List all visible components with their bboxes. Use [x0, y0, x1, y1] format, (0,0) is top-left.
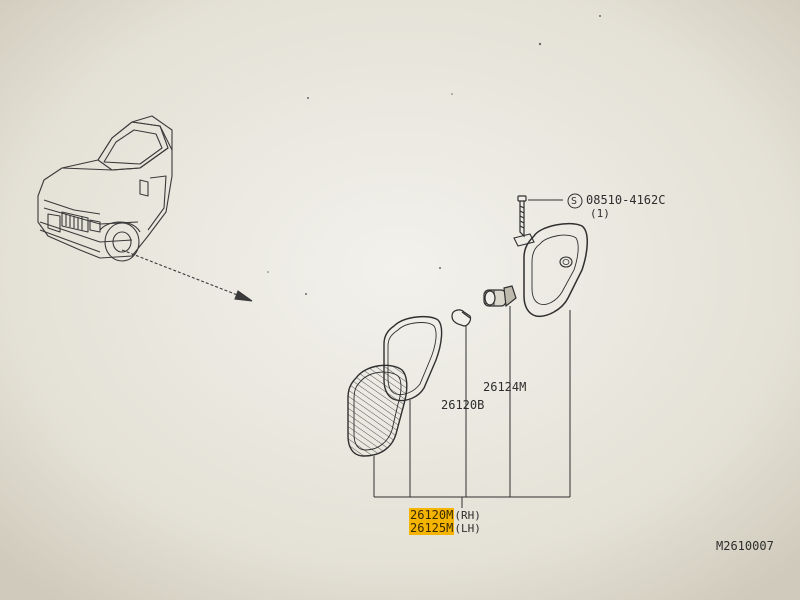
lamp-housing — [513, 222, 588, 318]
screw-part-number: 08510-4162C — [586, 193, 666, 207]
diagram-id: M2610007 — [716, 539, 774, 553]
assembly-rh-number: 26120M — [409, 508, 455, 522]
screw-leader — [528, 193, 583, 209]
screw-symbol: S — [571, 196, 578, 207]
lamp-gasket — [383, 315, 443, 402]
socket-26124m — [483, 285, 517, 308]
part-label-26120b: 26120B — [441, 398, 485, 412]
vehicle-illustration — [37, 115, 173, 262]
assembly-rh-side: (RH) — [454, 509, 481, 522]
assembly-rh: 26120M(RH) — [409, 508, 481, 522]
bulb-26120b — [451, 309, 472, 327]
lamp-lens — [347, 364, 408, 457]
screw — [517, 195, 527, 238]
assembly-lh-number: 26125M — [409, 521, 455, 535]
part-label-26124m: 26124M — [483, 380, 527, 394]
assembly-lh-side: (LH) — [454, 522, 481, 535]
screw-quantity: (1) — [590, 207, 610, 220]
paper-specks — [267, 15, 601, 295]
reference-bracket — [373, 306, 571, 508]
assembly-lh: 26125M(LH) — [409, 521, 481, 535]
location-arrow — [121, 249, 253, 302]
screw-symbol-circle — [567, 193, 583, 209]
